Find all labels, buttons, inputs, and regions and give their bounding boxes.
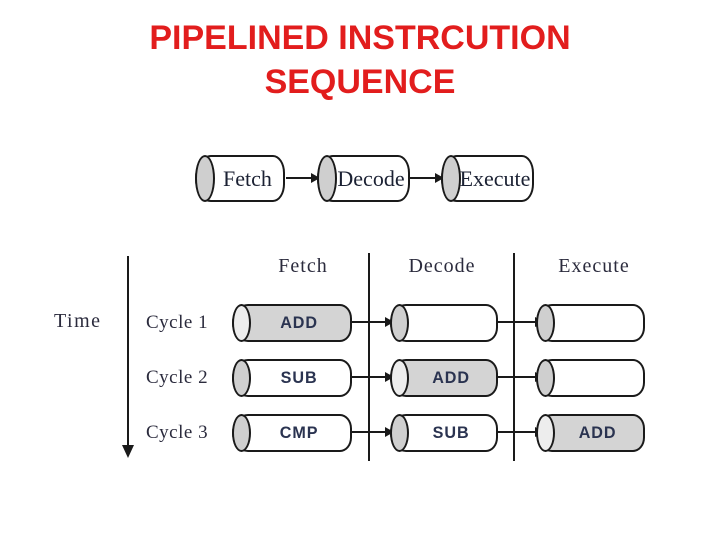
cylinder-cap xyxy=(390,414,409,452)
instruction-label xyxy=(393,304,496,342)
cycle1-execute-cylinder xyxy=(536,304,645,342)
cylinder-cap xyxy=(195,155,215,202)
cylinder-body xyxy=(232,414,352,452)
cycle1-decode-cylinder xyxy=(390,304,498,342)
cycle2-execute-cylinder xyxy=(536,359,645,397)
cycle3-arrow-fetch-decode xyxy=(351,427,394,437)
stage-fetch-label: Fetch xyxy=(223,165,272,191)
cycle-3-label: Cycle 3 xyxy=(146,422,209,443)
instruction-label: SUB xyxy=(432,423,470,442)
arrow-decode-to-execute xyxy=(410,173,444,183)
cylinder-cap xyxy=(536,414,555,452)
title-line-1: PIPELINED INSTRCUTION xyxy=(149,19,571,57)
instruction-label: ADD xyxy=(280,313,319,332)
cylinder-cap xyxy=(232,304,251,342)
cycle3-execute-cylinder: ADD xyxy=(536,414,645,452)
stage-decode-label: Decode xyxy=(337,165,405,191)
instruction-label: CMP xyxy=(279,423,319,442)
stage-fetch-cylinder: Fetch xyxy=(195,155,285,202)
cycle1-fetch-cylinder: ADD xyxy=(232,304,352,342)
cycle2-decode-cylinder: ADD xyxy=(390,359,498,397)
slide-title: PIPELINED INSTRCUTION SEQUENCE xyxy=(0,16,720,104)
arrow-fetch-to-decode xyxy=(286,173,320,183)
stage-execute-label: Execute xyxy=(459,165,531,191)
stage-execute-cylinder: Execute xyxy=(441,155,534,202)
stage-decode-cylinder: Decode xyxy=(317,155,410,202)
cycle2-fetch-cylinder: SUB xyxy=(232,359,352,397)
cylinder-cap xyxy=(232,359,251,397)
cycle2-arrow-fetch-decode xyxy=(351,372,394,382)
cylinder-cap xyxy=(390,359,409,397)
instruction-label: SUB xyxy=(280,368,318,387)
instruction-label xyxy=(539,304,643,342)
column-header-decode: Decode xyxy=(408,255,476,277)
cylinder-body xyxy=(232,359,352,397)
time-axis-arrowhead-icon xyxy=(122,445,134,458)
cycle3-decode-cylinder: SUB xyxy=(390,414,498,452)
cycle-1-label: Cycle 1 xyxy=(146,312,209,333)
cylinder-cap xyxy=(441,155,461,202)
instruction-label xyxy=(539,359,643,397)
cylinder-cap xyxy=(536,304,555,342)
column-header-execute: Execute xyxy=(558,255,630,277)
cylinder-cap xyxy=(536,359,555,397)
cycle-2-label: Cycle 2 xyxy=(146,367,209,388)
column-divider-fetch-decode xyxy=(368,253,370,461)
cycle3-fetch-cylinder: CMP xyxy=(232,414,352,452)
cylinder-body xyxy=(390,359,498,397)
cylinder-cap xyxy=(317,155,337,202)
instruction-label: ADD xyxy=(432,368,471,387)
cylinder-cap xyxy=(390,304,409,342)
column-divider-decode-execute xyxy=(513,253,515,461)
title-line-2: SEQUENCE xyxy=(264,63,456,101)
time-axis-label: Time xyxy=(54,310,102,332)
instruction-label: ADD xyxy=(578,423,617,442)
cylinder-body xyxy=(232,304,352,342)
time-axis-line xyxy=(127,256,129,446)
cycle1-arrow-fetch-decode xyxy=(351,317,394,327)
column-header-fetch: Fetch xyxy=(278,255,328,277)
cylinder-cap xyxy=(232,414,251,452)
